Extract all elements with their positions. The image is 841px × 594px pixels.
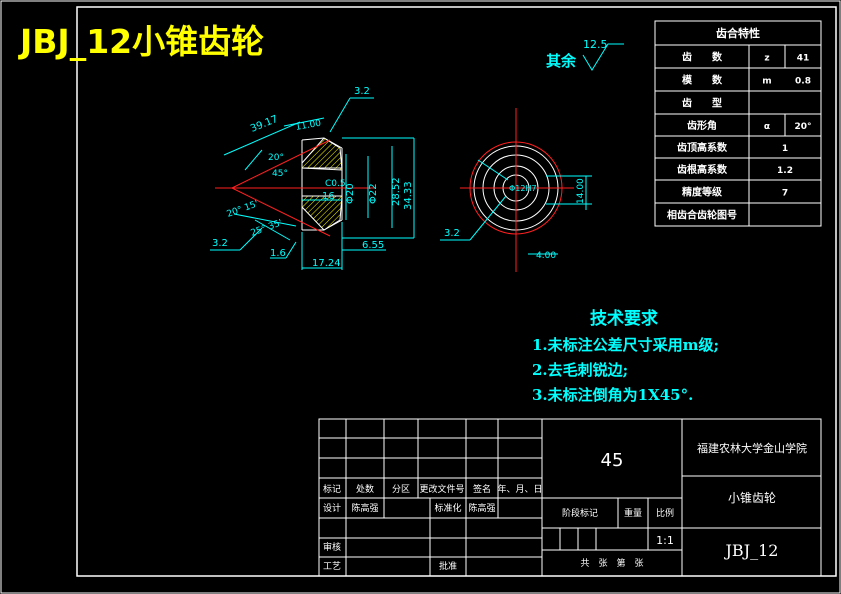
gear-row-name: 模 数 bbox=[682, 74, 723, 87]
rough-32-top: 3.2 bbox=[354, 86, 370, 97]
roughness-value: 12.5 bbox=[583, 38, 608, 51]
dim-655: 6.55 bbox=[362, 240, 384, 251]
dim-bore: Φ12H7 bbox=[509, 184, 537, 193]
dim-angle-2: 45° bbox=[272, 169, 288, 179]
gear-row-symbol: z bbox=[764, 54, 769, 64]
dim-chamfer: C0.5 bbox=[325, 179, 346, 189]
dim-2852: 28.52 bbox=[391, 177, 402, 206]
scale-value: 1:1 bbox=[656, 534, 674, 547]
gear-row-symbol: m bbox=[762, 77, 771, 87]
dim-bore-length: 16 bbox=[322, 191, 335, 202]
gear-row-value: 41 bbox=[797, 54, 810, 64]
roughness-symbol bbox=[582, 43, 624, 71]
tb-label-count: 处数 bbox=[356, 483, 374, 495]
gear-row-name: 齿顶高系数 bbox=[677, 141, 728, 154]
gear-row-value: 1.2 bbox=[777, 166, 793, 176]
dim-3433: 34.33 bbox=[403, 181, 414, 210]
gear-row-value: 7 bbox=[782, 189, 788, 199]
gear-row-name: 齿形角 bbox=[687, 119, 717, 132]
tb-std-name: 陈高强 bbox=[468, 502, 495, 514]
tech-req-item-1: 1.未标注公差尺寸采用m级; bbox=[532, 336, 719, 354]
tb-sheets: 共 张 第 张 bbox=[580, 557, 643, 569]
gear-row-value: 1 bbox=[782, 144, 788, 154]
gear-row-name: 齿 型 bbox=[682, 97, 722, 110]
tb-label-ratio: 比例 bbox=[656, 507, 674, 519]
gear-row-value: 0.8 bbox=[795, 77, 811, 87]
drawing-number: JBJ_12 bbox=[724, 541, 779, 560]
dim-d20: Φ20 bbox=[345, 183, 356, 204]
gear-table-header: 齿合特性 bbox=[716, 26, 760, 40]
gear-parameter-table: 齿合特性 bbox=[654, 20, 822, 227]
tech-req-item-2: 2.去毛刺锐边; bbox=[532, 361, 628, 379]
tb-label-date: 年、月、日 bbox=[497, 483, 542, 495]
tb-label-weight: 重量 bbox=[624, 507, 642, 519]
dim-angle-1: 20° bbox=[268, 153, 284, 163]
rough-32-front: 3.2 bbox=[444, 228, 460, 239]
tb-label-approve: 批准 bbox=[439, 560, 457, 572]
dim-1724: 17.24 bbox=[312, 258, 341, 269]
dim-angle-4: 25° 35' bbox=[250, 218, 284, 239]
dim-key-width: 4.00 bbox=[536, 251, 556, 261]
tech-req-item-3: 3.未标注倒角为1X45°. bbox=[532, 386, 693, 404]
gear-row-name: 齿 数 bbox=[682, 51, 723, 64]
tb-designer-name: 陈高强 bbox=[351, 502, 378, 514]
dim-key-height: 14.00 bbox=[576, 178, 586, 204]
tb-label-std: 标准化 bbox=[434, 502, 461, 514]
roughness-label: 其余 bbox=[546, 52, 577, 70]
rough-16: 1.6 bbox=[270, 248, 286, 259]
dim-d22: Φ22 bbox=[368, 183, 379, 204]
school-name: 福建农林大学金山学院 bbox=[697, 441, 807, 455]
title-block bbox=[318, 418, 822, 577]
gear-row-value: 20° bbox=[794, 122, 811, 132]
rough-32: 3.2 bbox=[212, 238, 228, 249]
dim-slant: 39.17 bbox=[249, 114, 280, 135]
tb-label-sign: 签名 bbox=[473, 483, 491, 495]
gear-section-view bbox=[210, 97, 415, 270]
tb-label-stage: 阶段标记 bbox=[562, 507, 598, 519]
drawing-title: JBJ_12小锥齿轮 bbox=[18, 22, 264, 61]
tb-label-design: 设计 bbox=[323, 502, 341, 514]
tb-label-review: 审核 bbox=[323, 541, 341, 553]
tb-label-doc: 更改文件号 bbox=[419, 483, 464, 495]
title-block-labels: 标记 处数 分区 更改文件号 签名 年、月、日 设计 陈高强 标准化 陈高强 阶… bbox=[323, 483, 674, 572]
tb-label-zone: 分区 bbox=[392, 484, 410, 495]
tb-label-process: 工艺 bbox=[323, 561, 341, 572]
part-name: 小锥齿轮 bbox=[728, 491, 776, 505]
material: 45 bbox=[601, 450, 624, 471]
dim-face: 11.00 bbox=[295, 119, 322, 133]
gear-row-name: 相齿合齿轮图号 bbox=[667, 209, 737, 222]
gear-row-symbol: α bbox=[764, 122, 770, 132]
tech-req-title: 技术要求 bbox=[590, 308, 658, 329]
gear-row-name: 齿根高系数 bbox=[677, 163, 728, 176]
tb-label-mark: 标记 bbox=[323, 483, 341, 495]
gear-front-view bbox=[440, 108, 592, 272]
dim-angle-3: 20° 15' bbox=[226, 199, 260, 220]
gear-row-name: 精度等级 bbox=[682, 186, 723, 199]
